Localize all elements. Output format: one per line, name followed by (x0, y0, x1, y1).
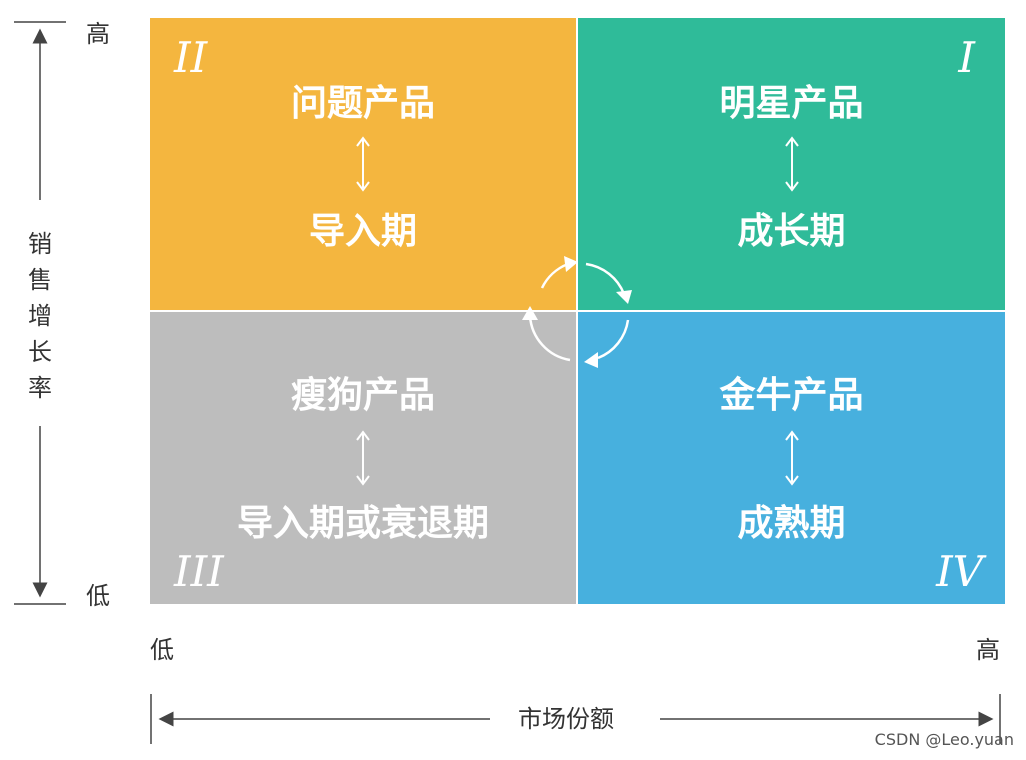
quadrant-title: 瘦狗产品 (290, 375, 435, 416)
quadrant-title: 金牛产品 (719, 375, 864, 416)
lifecycle-stage: 导入期 (308, 211, 417, 252)
x-axis-title: 市场份额 (518, 705, 614, 733)
y-axis-low-label: 低 (86, 582, 110, 610)
quadrant-stars: I 明星产品 成长期 (578, 18, 1005, 310)
lifecycle-stage: 成熟期 (737, 503, 846, 544)
y-axis-high-label: 高 (86, 20, 110, 48)
x-axis-low-label: 低 (150, 636, 174, 664)
double-arrow-icon (356, 430, 370, 486)
quadrant-numeral: IV (936, 547, 983, 596)
lifecycle-stage: 导入期或衰退期 (236, 503, 489, 544)
quadrant-numeral: III (174, 547, 224, 596)
x-axis-high-label: 高 (976, 636, 1000, 664)
quadrant-title: 明星产品 (719, 83, 864, 124)
quadrant-question-marks: II 问题产品 导入期 (150, 18, 576, 310)
quadrant-numeral: I (958, 33, 975, 82)
watermark: CSDN @Leo.yuan (874, 730, 1014, 749)
quadrant-cash-cows: IV 金牛产品 成熟期 (578, 312, 1005, 604)
quadrant-title: 问题产品 (290, 83, 435, 124)
y-axis-title: 销售增长率 (28, 230, 52, 402)
double-arrow-icon (356, 136, 370, 192)
double-arrow-icon (784, 136, 799, 192)
double-arrow-icon (784, 430, 799, 486)
lifecycle-stage: 成长期 (737, 211, 846, 252)
quadrant-numeral: II (174, 33, 208, 82)
quadrant-dogs: III 瘦狗产品 导入期或衰退期 (150, 312, 576, 604)
cycle-arrows-icon (522, 256, 632, 368)
